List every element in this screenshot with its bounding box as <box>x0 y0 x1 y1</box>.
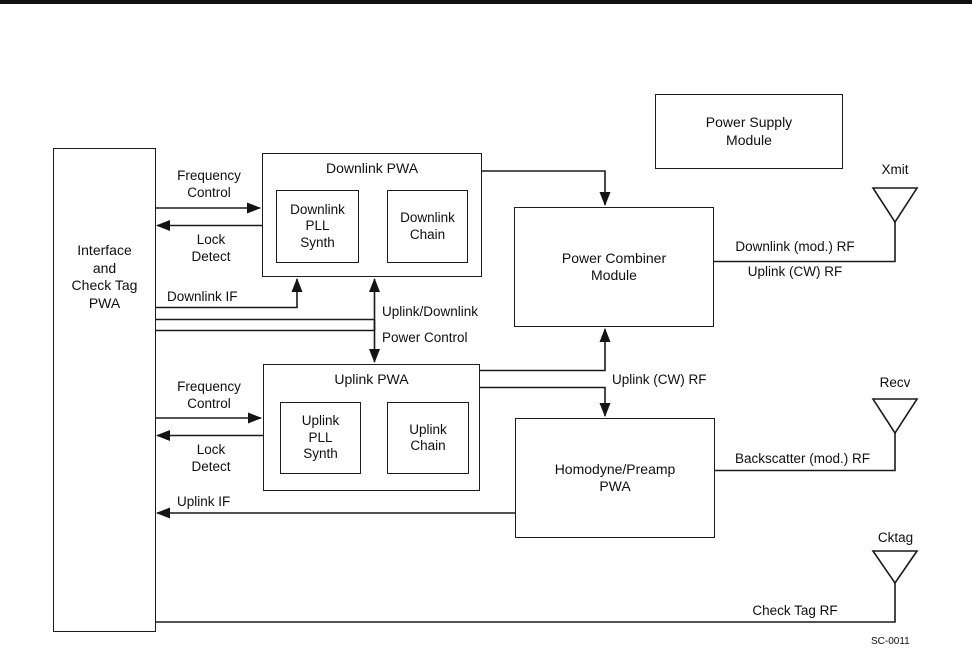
uplink-pwa-title: Uplink PWA <box>334 371 409 387</box>
power-combiner-module-block: Power Combiner Module <box>514 207 714 327</box>
downlink-pwa-title: Downlink PWA <box>325 160 419 176</box>
wire-downlink-if <box>155 278 303 309</box>
label-cktag-antenna: Cktag <box>877 530 914 545</box>
label-power-control: Power Control <box>382 330 468 345</box>
recv-antenna-icon <box>871 398 919 435</box>
figure-code: SC-0011 <box>871 636 910 647</box>
interface-check-tag-pwa-label: Interface and Check Tag PWA <box>71 242 138 311</box>
wire-combiner-to-xmit-antenna <box>714 222 896 263</box>
label-xmit-antenna: Xmit <box>881 162 909 177</box>
xmit-antenna-icon <box>871 187 919 224</box>
wire-interface-to-cktag-antenna <box>155 583 896 623</box>
interface-check-tag-pwa-block: Interface and Check Tag PWA <box>53 148 156 632</box>
label-uplink-cw-rf: Uplink (CW) RF <box>612 372 707 387</box>
label-lock-detect-downlink: Lock Detect <box>191 232 231 264</box>
label-downlink-if: Downlink IF <box>167 289 238 304</box>
label-backscatter-mod-rf: Backscatter (mod.) RF <box>734 451 871 466</box>
label-check-tag-rf: Check Tag RF <box>752 603 838 618</box>
power-supply-module-block: Power Supply Module <box>655 94 843 169</box>
label-uplink-cw-rf-antenna: Uplink (CW) RF <box>747 264 843 279</box>
downlink-pwa-block: Downlink PWA Downlink PLL Synth Downlink… <box>262 153 482 277</box>
wire-uplink-to-combiner <box>480 328 611 372</box>
uplink-pll-synth-block: Uplink PLL Synth <box>280 402 361 474</box>
wire-downlink-to-combiner <box>481 170 611 206</box>
downlink-chain-block: Downlink Chain <box>387 190 468 263</box>
cktag-antenna-icon <box>871 550 919 585</box>
label-recv-antenna: Recv <box>879 375 911 390</box>
downlink-pll-synth-block: Downlink PLL Synth <box>276 190 359 263</box>
uplink-pwa-block: Uplink PWA Uplink PLL Synth Uplink Chain <box>263 364 480 491</box>
uplink-chain-block: Uplink Chain <box>387 402 469 474</box>
label-downlink-mod-rf: Downlink (mod.) RF <box>735 239 855 254</box>
label-uplink-downlink: Uplink/Downlink <box>382 304 479 319</box>
label-lock-detect-uplink: Lock Detect <box>191 442 231 474</box>
page-rule <box>0 0 972 4</box>
label-frequency-control-uplink: Frequency Control <box>177 379 241 411</box>
wire-uplink-to-homodyne <box>480 386 611 417</box>
homodyne-preamp-pwa-block: Homodyne/Preamp PWA <box>515 418 715 538</box>
label-uplink-if: Uplink IF <box>177 494 231 509</box>
label-frequency-control-downlink: Frequency Control <box>177 168 241 200</box>
wire-recv-antenna-to-homodyne <box>715 433 896 472</box>
